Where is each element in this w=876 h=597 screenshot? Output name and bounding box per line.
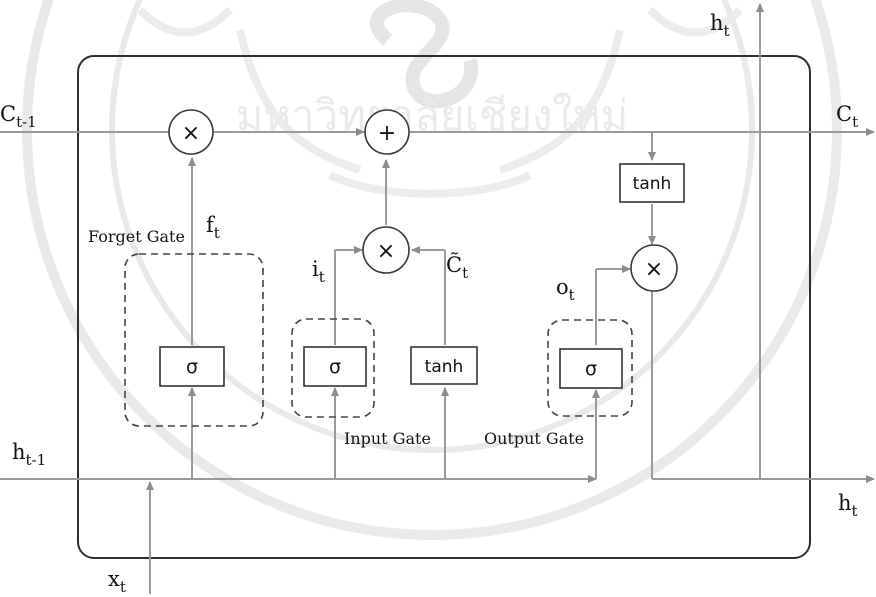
forget-sigmoid-box: σ [160, 347, 224, 386]
f-t-label: ft [206, 213, 220, 242]
o-t-label: ot [556, 275, 575, 304]
h-next-right-label: ht [838, 491, 858, 520]
output-multiply-op: × [631, 245, 677, 291]
input-multiply-symbol: × [377, 239, 395, 264]
x-input-label: xt [108, 567, 126, 596]
output-sigmoid-label: σ [585, 358, 597, 380]
forget-multiply-symbol: × [182, 121, 200, 146]
output-multiply-symbol: × [645, 257, 663, 282]
output-sigmoid-box: σ [560, 349, 622, 388]
cell-tanh-label: tanh [633, 174, 672, 194]
input-gate-label: Input Gate [344, 429, 431, 448]
input-sigmoid-box: σ [304, 347, 366, 386]
candidate-tanh-label: tanh [425, 357, 464, 377]
candidate-tanh-box: tanh [411, 347, 477, 384]
output-gate-label: Output Gate [484, 429, 584, 448]
cell-tanh-box: tanh [620, 164, 684, 202]
c-tilde-label: C̃t [446, 253, 468, 282]
h-prev-label: ht-1 [12, 440, 46, 469]
forget-gate-label: Forget Gate [88, 227, 185, 246]
input-sigmoid-label: σ [329, 356, 341, 378]
watermark-seal: มหาวิทยาลัยเชียงใหม่ [27, 0, 837, 535]
i-t-label: it [312, 257, 325, 286]
forget-multiply-op: × [169, 110, 213, 154]
forget-sigmoid-label: σ [186, 356, 198, 378]
cell-add-symbol: + [378, 121, 396, 146]
input-multiply-op: × [363, 227, 409, 273]
cell-add-op: + [365, 110, 409, 154]
h-next-top-label: ht [710, 11, 730, 40]
